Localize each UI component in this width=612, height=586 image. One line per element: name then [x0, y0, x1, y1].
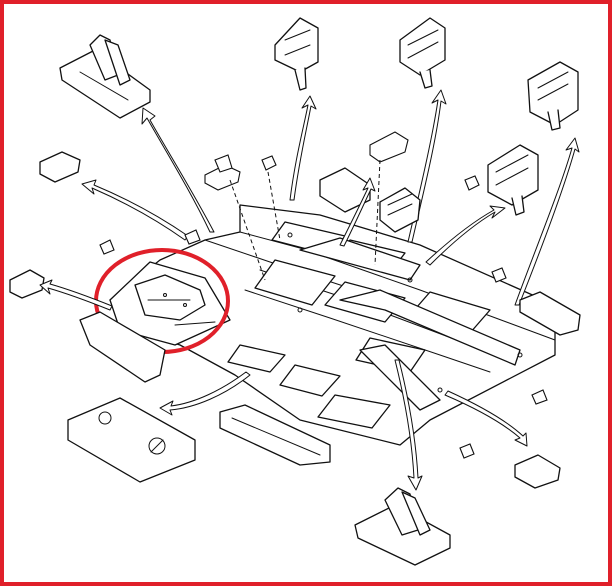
left-bracket-lower [9, 269, 45, 299]
small-clip-3 [369, 131, 409, 163]
small-clip-2 [261, 155, 277, 171]
small-clip-right-3 [491, 267, 507, 283]
right-clip-bottom [514, 454, 561, 489]
arrow-right-clip-bottom [444, 390, 528, 447]
arrow-clip-top-right [514, 137, 580, 306]
guide-line-3 [374, 159, 381, 266]
clip-top-1 [274, 17, 319, 91]
front-floor-sub-panel [109, 261, 231, 346]
arrow-left-bracket-lower [39, 279, 113, 311]
seat-bracket-bottom [354, 487, 451, 566]
right-rail [519, 291, 581, 336]
arrow-left-bracket-upper [81, 179, 189, 241]
small-clip-right-2 [459, 443, 475, 459]
rail-clip-center [319, 167, 371, 213]
tunnel-brace [219, 404, 331, 466]
clip-top-right [527, 61, 579, 131]
small-clip-1 [204, 154, 241, 191]
clip-top-2 [399, 17, 446, 89]
small-clip-4 [464, 175, 480, 191]
arrow-seat-bracket-bottom [394, 359, 423, 491]
arrow-clip-right-mid [425, 205, 506, 266]
guide-line-2 [267, 171, 281, 241]
small-clip-left-2 [184, 229, 201, 245]
small-clip-left-1 [99, 239, 115, 255]
arrow-rear-panel [159, 371, 251, 416]
small-clip-right-1 [531, 389, 548, 405]
seat-bracket-top-left [59, 34, 151, 119]
left-bracket-upper [39, 151, 81, 183]
arrow-rail-clip [339, 177, 376, 247]
side-sill-left [79, 311, 166, 383]
connector-block [379, 187, 421, 233]
arrow-clip-top-1 [289, 95, 317, 201]
rear-panel-plate [67, 397, 196, 483]
floor-pan-assembly [109, 204, 556, 446]
clip-right-mid [487, 144, 539, 216]
arrow-bracket-top-left [141, 107, 215, 233]
guide-line-1 [229, 179, 266, 281]
